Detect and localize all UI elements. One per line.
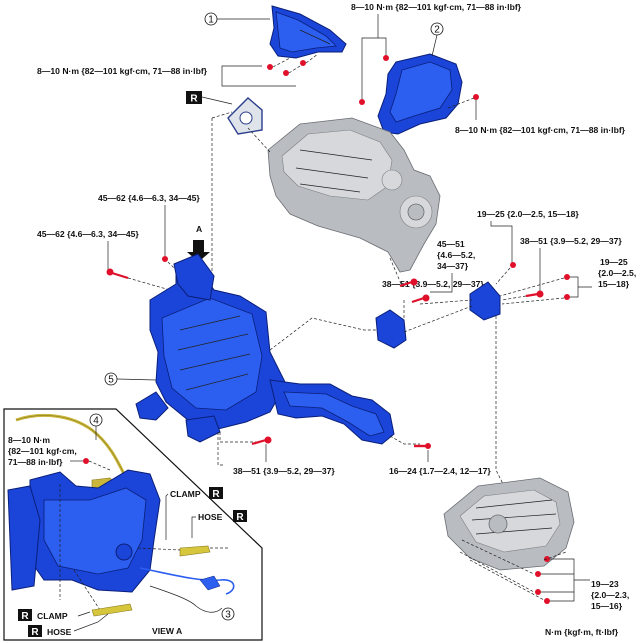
bolt-icon: [564, 274, 570, 280]
bolt-icon: [544, 556, 550, 562]
torque-label-bracket-right: 38—51 {3.9—5.2, 29—37}: [520, 236, 622, 246]
callout-2: 2: [430, 22, 444, 57]
clamp-lower-replace-badge: R: [18, 609, 32, 622]
torque-label-bracket-upper: 19—25 {2.0—2.5, 15—18}: [477, 209, 579, 219]
hose-lower-label: HOSE: [47, 627, 72, 637]
bolt-icon: [267, 64, 273, 70]
torque-label-pipe-nut: 16—24 {1.7—2.4, 12—17}: [389, 466, 491, 476]
bolt-icon: [544, 598, 550, 604]
bolt-icon: [535, 589, 541, 595]
torque-label-bracket-mid-2: {4.6—5.2,: [437, 250, 475, 260]
inset-torque-1: 8—10 N·m: [8, 435, 50, 445]
callout-1: 1: [204, 12, 270, 26]
callout-3: 3: [221, 607, 235, 621]
callout-1-number: 1: [208, 15, 214, 26]
front-pipe: [269, 379, 395, 445]
torque-label-cooler-2: {2.0—2.3,: [591, 590, 629, 600]
replace-r: R: [236, 512, 244, 523]
torque-label-dpf-upper: 45—62 {4.6—6.3, 34—45}: [98, 193, 200, 203]
replace-r: R: [31, 627, 39, 638]
torque-label-bracket-far-3: 15—18}: [598, 279, 630, 289]
callout-4: 4: [89, 413, 103, 440]
hose-upper-replace-badge: R: [233, 510, 247, 523]
bolt-icon: [510, 262, 516, 268]
callout-5-number: 5: [108, 375, 114, 386]
bolt-icon: [283, 70, 289, 76]
torque-label-cooler-3: 15—16}: [591, 601, 623, 611]
torque-label-bracket-left: 38—51 {3.9—5.2, 29—37}: [382, 279, 484, 289]
callout-5: 5: [104, 372, 157, 386]
gasket: [227, 97, 263, 135]
diesel-particulate-filter: [135, 253, 287, 443]
torque-label-insulator-top: 8—10 N·m {82—101 kgf·cm, 71—88 in·lbf}: [351, 2, 522, 12]
torque-label-bracket-mid-3: 34—37}: [437, 261, 469, 271]
torque-label-dpf-left: 45—62 {4.6—6.3, 34—45}: [37, 229, 139, 239]
hose-upper-label: HOSE: [198, 512, 223, 522]
clamp-upper-replace-badge: R: [209, 487, 223, 500]
torque-label-insulator-left: 8—10 N·m {82—101 kgf·cm, 71—88 in·lbf}: [37, 66, 208, 76]
torque-label-insulator-right: 8—10 N·m {82—101 kgf·cm, 71—88 in·lbf}: [455, 125, 626, 135]
hose-lower-replace-badge: R: [28, 625, 42, 638]
replace-r: R: [21, 611, 29, 622]
replace-r: R: [190, 94, 198, 105]
callout-4-number: 4: [93, 416, 99, 427]
view-a-caption: VIEW A: [152, 626, 182, 636]
bolt-icon: [300, 60, 306, 66]
bolt-icon: [383, 55, 389, 61]
turbocharger-assembly: [267, 117, 441, 273]
clamp-lower-label: CLAMP: [37, 611, 68, 621]
torque-label-bracket-far-1: 19—25: [600, 257, 628, 267]
heat-insulator-right: [377, 53, 463, 135]
clamp-upper-label: CLAMP: [170, 489, 201, 499]
gasket-replace-badge: R: [186, 91, 202, 105]
callout-3-number: 3: [225, 610, 231, 621]
units-label: N·m {kgf·m, ft·lbf}: [545, 627, 619, 637]
bolt-icon: [162, 256, 168, 262]
torque-label-bracket-far-2: {2.0—2.5,: [598, 268, 636, 278]
view-a-letter: A: [196, 224, 202, 234]
bracket-right: [469, 281, 501, 321]
callout-2-number: 2: [434, 25, 440, 36]
torque-label-cooler-1: 19—23: [591, 579, 619, 589]
bolt-long-left: [106, 268, 129, 280]
bolt-icon: [83, 458, 89, 464]
heat-insulator-upper: [269, 5, 347, 59]
bolt-icon: [473, 94, 479, 100]
view-a-inset: 4 8—10 N·m {82—101 kgf·cm, 71—88 in·lbf}…: [3, 408, 263, 641]
replace-r: R: [212, 489, 220, 500]
bolt-icon: [535, 571, 541, 577]
torque-label-dpf-bottom: 38—51 {3.9—5.2, 29—37}: [233, 466, 335, 476]
bolt-icon: [564, 294, 570, 300]
bolt-bottom-dpf: [251, 436, 272, 446]
bolt-bracket-right: [525, 290, 544, 298]
bolt-bracket-mid: [411, 294, 430, 304]
torque-label-bracket-mid-1: 45—51: [437, 239, 465, 249]
bracket-left: [375, 309, 407, 349]
inset-torque-2: {82—101 kgf·cm,: [8, 446, 77, 456]
bolt-bracket-left: [399, 278, 418, 288]
bolt-pipe-end: [414, 443, 431, 449]
bolt-icon: [359, 99, 365, 105]
inset-torque-3: 71—88 in·lbf}: [8, 457, 63, 467]
